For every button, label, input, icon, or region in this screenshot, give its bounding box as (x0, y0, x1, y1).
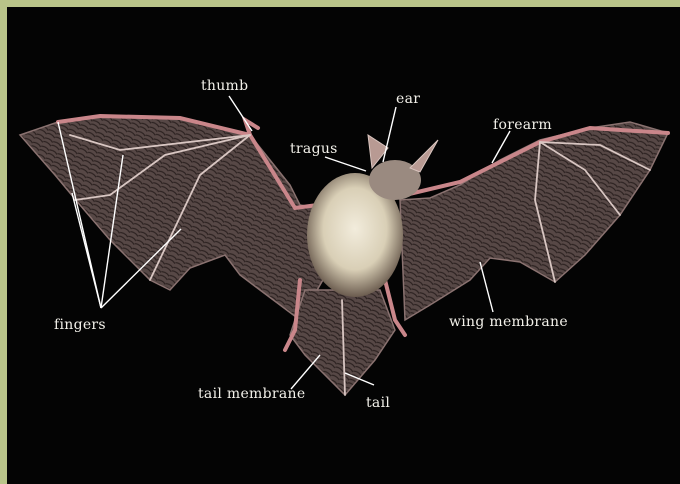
diagram-frame: thumb ear tragus forearm fingers wing me… (7, 7, 680, 484)
label-thumb: thumb (201, 78, 248, 94)
right-wing-membrane (400, 122, 668, 320)
label-tragus: tragus (290, 141, 338, 157)
label-wing-membrane: wing membrane (449, 314, 568, 330)
bat-illustration (7, 7, 680, 484)
label-fingers: fingers (54, 317, 106, 333)
label-tail-membrane: tail membrane (198, 386, 305, 402)
bat-ear-right (410, 140, 438, 172)
label-tail: tail (366, 395, 390, 411)
label-ear: ear (396, 91, 420, 107)
label-forearm: forearm (493, 117, 552, 133)
